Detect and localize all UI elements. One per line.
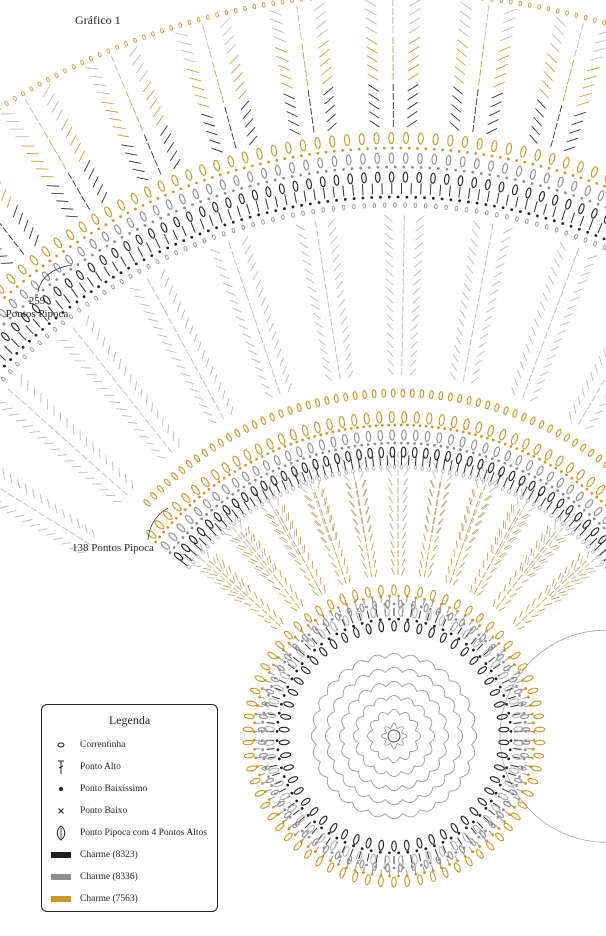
single-crochet-icon [50, 803, 72, 819]
legend-item-double-crochet: Ponto Alto [50, 759, 121, 775]
legend-label: Correntinha [80, 740, 126, 750]
legend-label: Ponto Baixíssimo [80, 784, 148, 794]
legend-item-slip-stitch: Ponto Baixíssimo [50, 781, 147, 797]
legend-label: Charme (8323) [80, 850, 138, 860]
chain-stitch-icon [50, 737, 72, 753]
legend-label: Ponto Baixo [80, 806, 128, 816]
popcorn-stitch-icon [50, 825, 72, 841]
legend-label: Ponto Pipoca com 4 Pontos Altos [80, 828, 207, 838]
chart-title: Gráfico 1 [75, 13, 121, 27]
center-circle-motif [242, 584, 606, 888]
color-swatch-gray [51, 874, 71, 880]
legend-title: Legenda [108, 713, 151, 727]
color-swatch-gold [51, 896, 71, 902]
callout-outer-count: 259 [28, 295, 46, 307]
legend-item-single-crochet: Ponto Baixo [50, 803, 127, 819]
legend-item-chain: Correntinha [50, 737, 125, 753]
double-crochet-icon [50, 759, 72, 775]
callout-inner-popcorn-count: 138 Pontos Pipoca [72, 542, 154, 554]
callout-outer-popcorn-count: 259 Pontos Pipoca [2, 295, 72, 321]
legend-item-color-7563: Charme (7563) [50, 891, 138, 907]
color-swatch-black [51, 852, 71, 858]
legend-label: Ponto Alto [80, 762, 121, 772]
inner-fan-section [143, 388, 606, 630]
legend-item-color-8323: Charme (8323) [50, 847, 138, 863]
legend-box: Legenda Correntinha Ponto Alto Ponto Bai… [41, 704, 218, 912]
legend-item-popcorn: Ponto Pipoca com 4 Pontos Altos [50, 825, 207, 841]
legend-label: Charme (7563) [80, 894, 138, 904]
callout-leader-lines [37, 264, 169, 541]
outer-fan-section [0, 0, 606, 554]
slip-stitch-icon [50, 781, 72, 797]
legend-item-color-8336: Charme (8336) [50, 869, 138, 885]
callout-outer-label: Pontos Pipoca [5, 308, 69, 320]
legend-label: Charme (8336) [80, 872, 138, 882]
